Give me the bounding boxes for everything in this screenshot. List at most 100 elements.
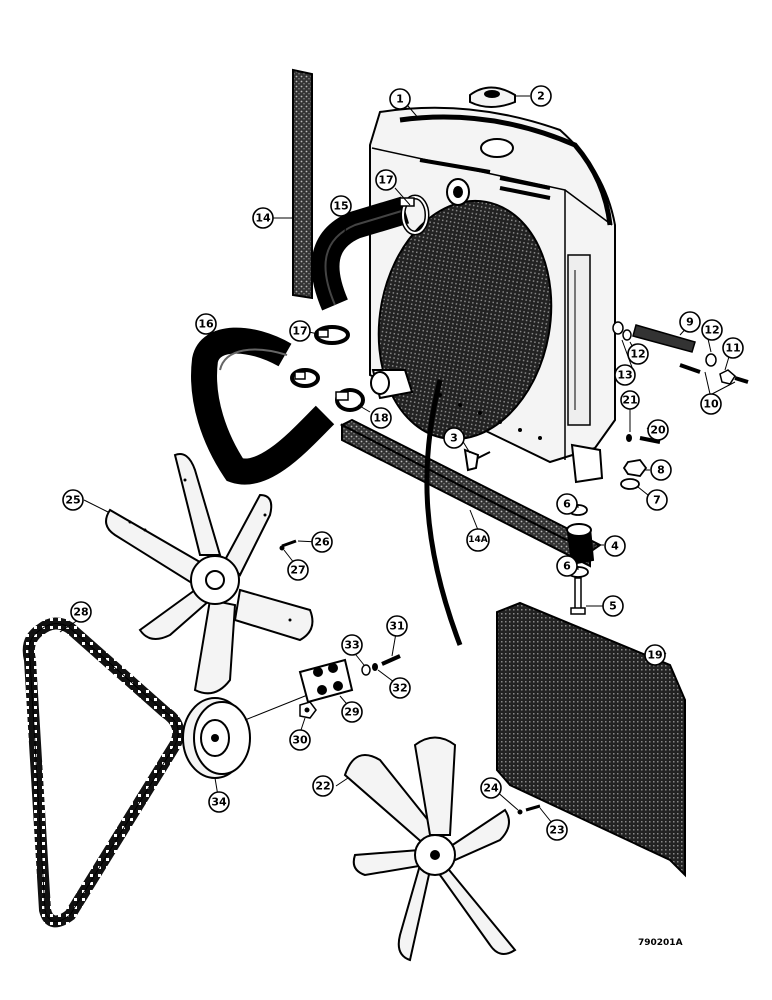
washer-32 (372, 663, 378, 671)
radiator-cap (469, 86, 516, 108)
washer-33 (361, 664, 371, 676)
washer-24 (517, 809, 523, 815)
callout-20: 20 (647, 419, 669, 441)
svg-text:12: 12 (630, 348, 645, 361)
svg-text:33: 33 (344, 639, 359, 652)
svg-text:3: 3 (450, 432, 458, 445)
callout-12a: 12 (627, 343, 649, 365)
svg-text:11: 11 (725, 342, 740, 355)
washer-7 (620, 478, 640, 490)
svg-text:12: 12 (704, 324, 719, 337)
radiator (369, 106, 616, 484)
svg-text:4: 4 (611, 540, 619, 553)
svg-text:14: 14 (255, 212, 271, 225)
svg-text:1: 1 (396, 93, 404, 106)
svg-text:30: 30 (292, 734, 308, 747)
callout-33: 33 (341, 634, 363, 656)
callout-6b: 6 (556, 555, 578, 577)
svg-text:2: 2 (537, 90, 545, 103)
svg-text:22: 22 (315, 780, 330, 793)
callout-16: 16 (195, 313, 217, 335)
svg-text:29: 29 (344, 706, 359, 719)
callout-17b: 17 (289, 320, 311, 342)
svg-text:27: 27 (290, 564, 305, 577)
callout-31: 31 (386, 615, 408, 637)
callout-14a: 14A (466, 528, 490, 552)
callout-25: 25 (62, 489, 84, 511)
svg-text:20: 20 (650, 424, 666, 437)
hose-clamp-lower-a (314, 325, 350, 345)
callout-7: 7 (646, 489, 668, 511)
spacer-29 (298, 658, 354, 704)
bolt-10a (679, 363, 701, 374)
svg-text:26: 26 (314, 536, 330, 549)
callout-17a: 17 (375, 169, 397, 191)
nut-8 (622, 459, 648, 477)
svg-text:6: 6 (563, 498, 571, 511)
upper-hose (311, 196, 410, 311)
lower-hose (191, 327, 335, 485)
washer-13 (612, 321, 624, 335)
bolt-31 (381, 654, 401, 666)
fan-belt (22, 617, 185, 928)
washer-27 (279, 545, 285, 551)
callout-4: 4 (604, 535, 626, 557)
callout-3: 3 (443, 427, 465, 449)
rubber-mount-4 (566, 523, 595, 566)
bolt-23 (525, 804, 541, 812)
callout-2: 2 (530, 85, 552, 107)
callout-26: 26 (311, 531, 333, 553)
callout-29: 29 (341, 701, 363, 723)
fan-upper (105, 453, 314, 695)
svg-text:19: 19 (647, 649, 662, 662)
callout-24: 24 (480, 777, 502, 799)
callout-5: 5 (602, 595, 624, 617)
callout-8: 8 (650, 459, 672, 481)
svg-text:6: 6 (563, 560, 571, 573)
callout-21: 21 (620, 390, 640, 410)
bolt-26 (281, 539, 297, 548)
callout-30: 30 (289, 729, 311, 751)
callout-28: 28 (70, 601, 92, 623)
svg-text:17: 17 (292, 325, 307, 338)
callout-9: 9 (679, 311, 701, 333)
pulley (182, 697, 251, 779)
nut-30 (299, 701, 317, 719)
bolt-5 (570, 577, 586, 615)
drain-cock (463, 448, 491, 472)
svg-text:24: 24 (483, 782, 499, 795)
callout-1: 1 (389, 88, 411, 110)
callout-23: 23 (546, 819, 568, 841)
callout-34: 34 (208, 791, 230, 813)
svg-text:34: 34 (211, 796, 227, 809)
callout-14: 14 (252, 207, 274, 229)
callout-19: 19 (644, 644, 666, 666)
svg-text:31: 31 (389, 620, 404, 633)
svg-text:28: 28 (73, 606, 88, 619)
fan-lower (343, 736, 517, 962)
svg-text:14A: 14A (468, 535, 488, 545)
callout-32: 32 (389, 677, 411, 699)
bolt-20 (639, 436, 661, 444)
svg-text:17: 17 (378, 174, 393, 187)
figure-code: 790201A (638, 938, 683, 948)
washer-12a (622, 329, 632, 341)
washer-12b (705, 353, 717, 367)
svg-text:5: 5 (609, 600, 617, 613)
callout-12b: 12 (701, 319, 723, 341)
callout-6a: 6 (556, 493, 578, 515)
washer-21 (626, 434, 632, 442)
svg-text:25: 25 (65, 494, 80, 507)
nut-11 (719, 369, 749, 385)
hose-clamp-18 (335, 388, 365, 412)
callout-22: 22 (312, 775, 334, 797)
callout-18: 18 (370, 407, 392, 429)
svg-text:21: 21 (622, 394, 637, 407)
callout-15: 15 (330, 195, 352, 217)
callout-13: 13 (614, 364, 636, 386)
callout-10: 10 (700, 393, 722, 415)
radiator-screen (496, 601, 686, 878)
svg-text:18: 18 (373, 412, 388, 425)
svg-text:10: 10 (703, 398, 719, 411)
